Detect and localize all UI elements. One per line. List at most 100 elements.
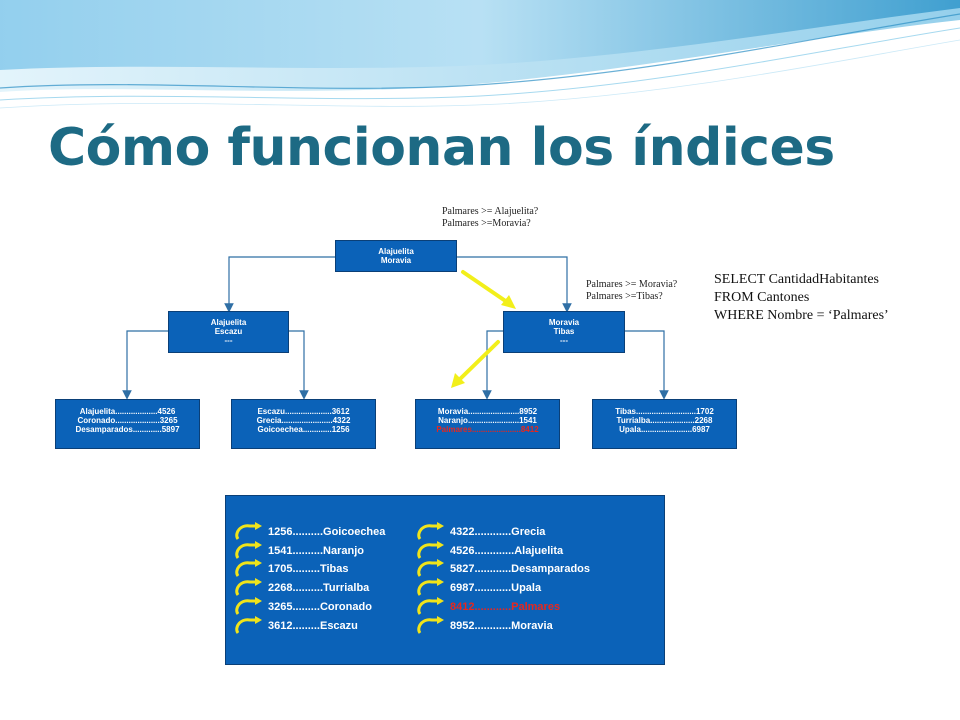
note-line: Palmares >=Tibas?	[586, 291, 663, 302]
leaf-entry-dots: .......................	[468, 407, 520, 416]
index-entry: 8952............Moravia	[450, 620, 553, 632]
connector-left-leaf2	[289, 330, 309, 400]
pointer-arrow-head	[437, 597, 444, 605]
index-entry: 6987............Upala	[450, 582, 542, 594]
connector-root-right	[457, 256, 572, 313]
index-entry: 3265.........Coronado	[268, 601, 372, 613]
header-wave-decoration	[0, 0, 960, 109]
slide-title: Cómo funcionan los índices	[48, 118, 835, 178]
leaf-entry: Goicoechea.............1256	[232, 425, 375, 434]
leaf-entry-dots: ...................	[115, 407, 158, 416]
index-entry: 4526.............Alajuelita	[450, 545, 564, 557]
leaf-entry-dots: ...........................	[635, 407, 696, 416]
leaf-entry-value: 2268	[694, 416, 713, 425]
connector-right-leaf3	[482, 330, 503, 400]
leaf-entry-value: 3265	[159, 416, 178, 425]
leaf-entry-name: Tibas	[615, 407, 636, 416]
index-entry: 1256..........Goicoechea	[268, 526, 386, 538]
leaf-entry-name: Goicoechea	[257, 425, 303, 434]
leaf-entry-dots: .......................	[281, 416, 333, 425]
search-path-arrow	[461, 270, 509, 304]
tree-right-node: Moravia Tibas ---	[503, 311, 625, 353]
pointer-arrow	[235, 524, 256, 540]
leaf-entry-dots: .......................	[640, 425, 693, 434]
leaf-entry-dots: .............	[132, 425, 162, 434]
leaf-entry-value: 1541	[519, 416, 537, 425]
leaf-entry-value: 1256	[331, 425, 350, 434]
pointer-arrow	[417, 561, 438, 577]
leaf-entry-name: Upala	[619, 425, 641, 434]
index-entry: 2268..........Turrialba	[268, 582, 370, 594]
pointer-arrow	[235, 561, 256, 577]
leaf-entry: Moravia.......................8952	[416, 407, 559, 416]
sql-line: FROM Cantones	[714, 290, 810, 305]
connector-right-leaf4	[625, 330, 669, 400]
leaf-entry: Turrialba....................2268	[593, 416, 736, 425]
leaf-entry: Alajuelita...................4526	[56, 407, 199, 416]
leaf-entry-name: Turrialba	[616, 416, 651, 425]
leaf-entry: Coronado....................3265	[56, 416, 199, 425]
leaf-entry-dots: .......................	[467, 416, 520, 425]
sql-line: WHERE Nombre = ‘Palmares’	[714, 308, 889, 323]
pointer-arrow	[235, 618, 256, 634]
index-entry: 1541..........Naranjo	[268, 545, 364, 557]
note-line: Palmares >= Moravia?	[586, 279, 678, 290]
connector-root-left	[224, 256, 335, 313]
node-key: Alajuelita	[378, 247, 414, 256]
node-key: Moravia	[548, 318, 580, 327]
leaf-entry-name: Desamparados	[75, 425, 133, 434]
index-entry: 8412............Palmares	[450, 601, 561, 613]
leaf-entry-name: Grecia	[256, 416, 282, 425]
pointer-arrow-head	[437, 616, 444, 624]
node-key: ---	[560, 336, 568, 345]
leaf-entry-value: 3612	[331, 407, 350, 416]
pointer-arrow-head	[437, 559, 444, 567]
pointer-arrow	[417, 524, 438, 540]
tree-root-node: Alajuelita Moravia	[335, 240, 457, 272]
node-key: Escazu	[214, 327, 243, 336]
pointer-arrow	[235, 543, 256, 559]
leaf-entry-name: Naranjo	[438, 416, 468, 425]
note-line: Palmares >= Alajuelita?	[442, 206, 539, 217]
pointer-arrow	[235, 599, 256, 615]
pointer-arrow-head	[437, 578, 444, 586]
leaf-entry-name: Coronado	[77, 416, 116, 425]
index-entry: 1705.........Tibas	[268, 563, 349, 575]
index-pointers	[235, 522, 444, 634]
index-table: 1256..........Goicoechea 1541..........Na…	[225, 495, 665, 665]
connector-left-leaf1	[122, 330, 168, 400]
leaf-entry-value: 4526	[157, 407, 176, 416]
leaf-entry-value: 8952	[519, 407, 538, 416]
leaf-entry-dots: ....................	[115, 416, 160, 425]
leaf-entry: Escazu.....................3612	[232, 407, 375, 416]
leaf-entry-value: 6987	[692, 425, 710, 434]
node-key: Moravia	[380, 256, 412, 265]
leaf-entry-dots: ......................	[471, 425, 521, 434]
pointer-arrow	[417, 580, 438, 596]
node-key: Tibas	[553, 327, 575, 336]
tree-left-node: Alajuelita Escazu ---	[168, 311, 289, 353]
leaf-entry-dots: ....................	[650, 416, 695, 425]
leaf-entry-value: 8412	[520, 425, 539, 434]
pointer-arrow-head	[255, 616, 262, 624]
leaf-entry: Palmares......................8412	[416, 425, 559, 434]
pointer-arrow-head	[255, 597, 262, 605]
index-entry: 3612.........Escazu	[268, 620, 358, 632]
query-note-right: Palmares >= Moravia? Palmares >=Tibas?	[586, 279, 677, 303]
leaf-entry-value: 4322	[332, 416, 351, 425]
pointer-arrow	[417, 599, 438, 615]
pointer-arrow	[417, 543, 438, 559]
leaf-entry: Tibas...........................1702	[593, 407, 736, 416]
leaf-entry: Naranjo.......................1541	[416, 416, 559, 425]
sql-line: SELECT CantidadHabitantes	[714, 272, 879, 287]
query-note-top: Palmares >= Alajuelita? Palmares >=Morav…	[442, 206, 538, 230]
leaf-entry-name: Alajuelita	[79, 407, 116, 416]
leaf-entry: Grecia.......................4322	[232, 416, 375, 425]
pointer-arrow-head	[255, 559, 262, 567]
